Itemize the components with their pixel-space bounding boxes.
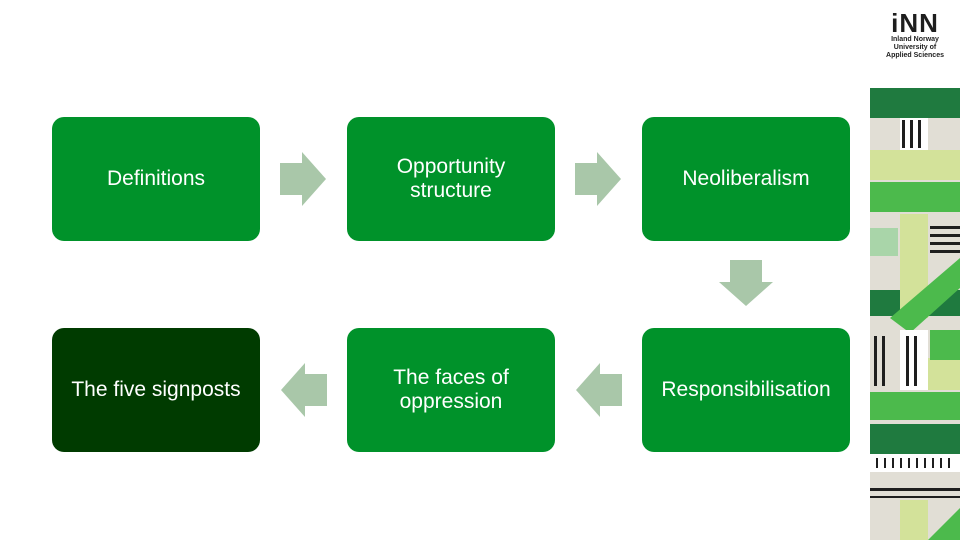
logo-line: Applied Sciences — [886, 52, 944, 59]
node-label: The faces of oppression — [393, 366, 509, 413]
arrow-down-icon — [719, 260, 773, 306]
node-opportunity-structure: Opportunity structure — [347, 117, 555, 241]
node-label: Responsibilisation — [661, 378, 831, 401]
pattern-graphic — [870, 118, 960, 540]
node-definitions: Definitions — [52, 117, 260, 241]
arrow-left-icon — [281, 363, 327, 417]
node-responsibilisation: Responsibilisation — [642, 328, 850, 452]
decorative-side-banner: iNN Inland Norway University of Applied … — [870, 0, 960, 540]
logo-line: Inland Norway — [891, 36, 939, 43]
node-faces-of-oppression: The faces of oppression — [347, 328, 555, 452]
university-logo: iNN Inland Norway University of Applied … — [870, 0, 960, 88]
logo-mark: iNN — [891, 8, 939, 38]
node-label: The five signposts — [71, 378, 241, 401]
arrow-left-icon — [576, 363, 622, 417]
node-neoliberalism: Neoliberalism — [642, 117, 850, 241]
arrow-right-icon — [280, 152, 326, 206]
arrow-right-icon — [575, 152, 621, 206]
node-five-signposts: The five signposts — [52, 328, 260, 452]
logo-line: University of — [893, 44, 937, 51]
node-label: Definitions — [106, 167, 206, 190]
node-label: Opportunity structure — [396, 155, 506, 202]
node-label: Neoliberalism — [682, 167, 810, 190]
